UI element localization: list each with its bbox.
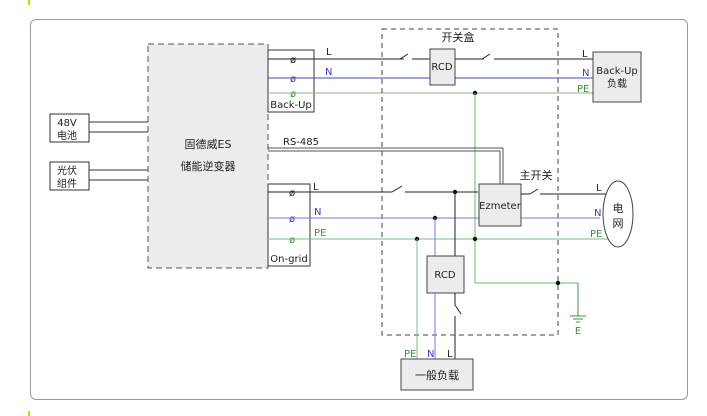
backup-terminal-label: Back-Up [270, 100, 312, 111]
backup-terminal-N: ø [290, 74, 296, 85]
general-load-box [400, 358, 474, 391]
pv-box [49, 161, 90, 191]
rs485-label: RS-485 [283, 137, 319, 148]
inverter-label-2: 储能逆变器 [181, 159, 236, 173]
backup-load-PE-label: PE [577, 84, 589, 95]
battery-box [49, 113, 90, 143]
ongrid-terminal-block [267, 183, 311, 267]
junction-dot [472, 236, 478, 242]
backup-load-N-label: N [582, 68, 589, 79]
backup-load-box [592, 51, 642, 103]
backup-load-L-label: L [582, 49, 588, 60]
rcd-top-label: RCD [431, 62, 452, 73]
inverter-label-1: 固德威ES [185, 137, 232, 151]
main-switch-label: 主开关 [520, 168, 553, 182]
battery-label-1: 48V [57, 118, 77, 129]
ground-icon [570, 315, 586, 323]
corner-accent [28, 0, 30, 5]
battery-label-2: 电池 [57, 129, 77, 142]
ongrid-terminal-L: ø [289, 188, 295, 199]
backup-terminal-L: ø [290, 55, 296, 66]
general-load-label: 一般负载 [415, 368, 459, 382]
main-switch [529, 188, 539, 195]
ground-label: E [575, 326, 581, 337]
rcd-bottom-label: RCD [434, 270, 455, 281]
corner-accent [28, 411, 30, 416]
switch-box-title: 开关盒 [442, 30, 475, 44]
general-load-PE-label: PE [404, 349, 416, 360]
pv-label-2: 组件 [57, 177, 77, 190]
ongrid-terminal-label: On-grid [270, 254, 307, 265]
general-load-N-label: N [427, 349, 434, 360]
diagram-frame [30, 19, 688, 400]
branch-L-switch [454, 304, 462, 315]
ongrid-terminal-N: ø [289, 214, 295, 225]
grid-L-label: L [596, 183, 602, 194]
grid-PE-label: PE [590, 229, 602, 240]
ongrid-L-switch [391, 185, 403, 193]
ezmeter-label: Ezmeter [479, 201, 522, 212]
backup-L-label: L [326, 47, 332, 58]
ongrid-N-label: N [314, 207, 321, 218]
backup-L-switch [481, 53, 491, 60]
general-load-L-label: L [447, 349, 453, 360]
ongrid-L-label: L [313, 182, 319, 193]
backup-L-switch [399, 53, 409, 60]
backup-load-label-2: 负载 [607, 77, 627, 90]
rcd-top-box [429, 48, 456, 86]
ongrid-PE-label: PE [314, 228, 326, 239]
ezmeter-box [478, 183, 522, 227]
switch-box [381, 28, 559, 336]
rcd-bottom-box [426, 255, 465, 294]
inverter-box [147, 43, 269, 269]
backup-terminal-block [267, 49, 315, 113]
grid-label-2: 网 [613, 217, 624, 230]
backup-N-label: N [325, 67, 332, 78]
grid-N-label: N [594, 208, 601, 219]
backup-load-label-1: Back-Up [596, 66, 638, 77]
junction-dot [555, 280, 561, 286]
pv-label-1: 光伏 [57, 164, 77, 177]
ongrid-terminal-PE: ø [289, 235, 295, 246]
grid-oval [602, 180, 634, 248]
grid-label-1: 电 [613, 202, 624, 215]
backup-terminal-PE: ø [290, 89, 296, 100]
